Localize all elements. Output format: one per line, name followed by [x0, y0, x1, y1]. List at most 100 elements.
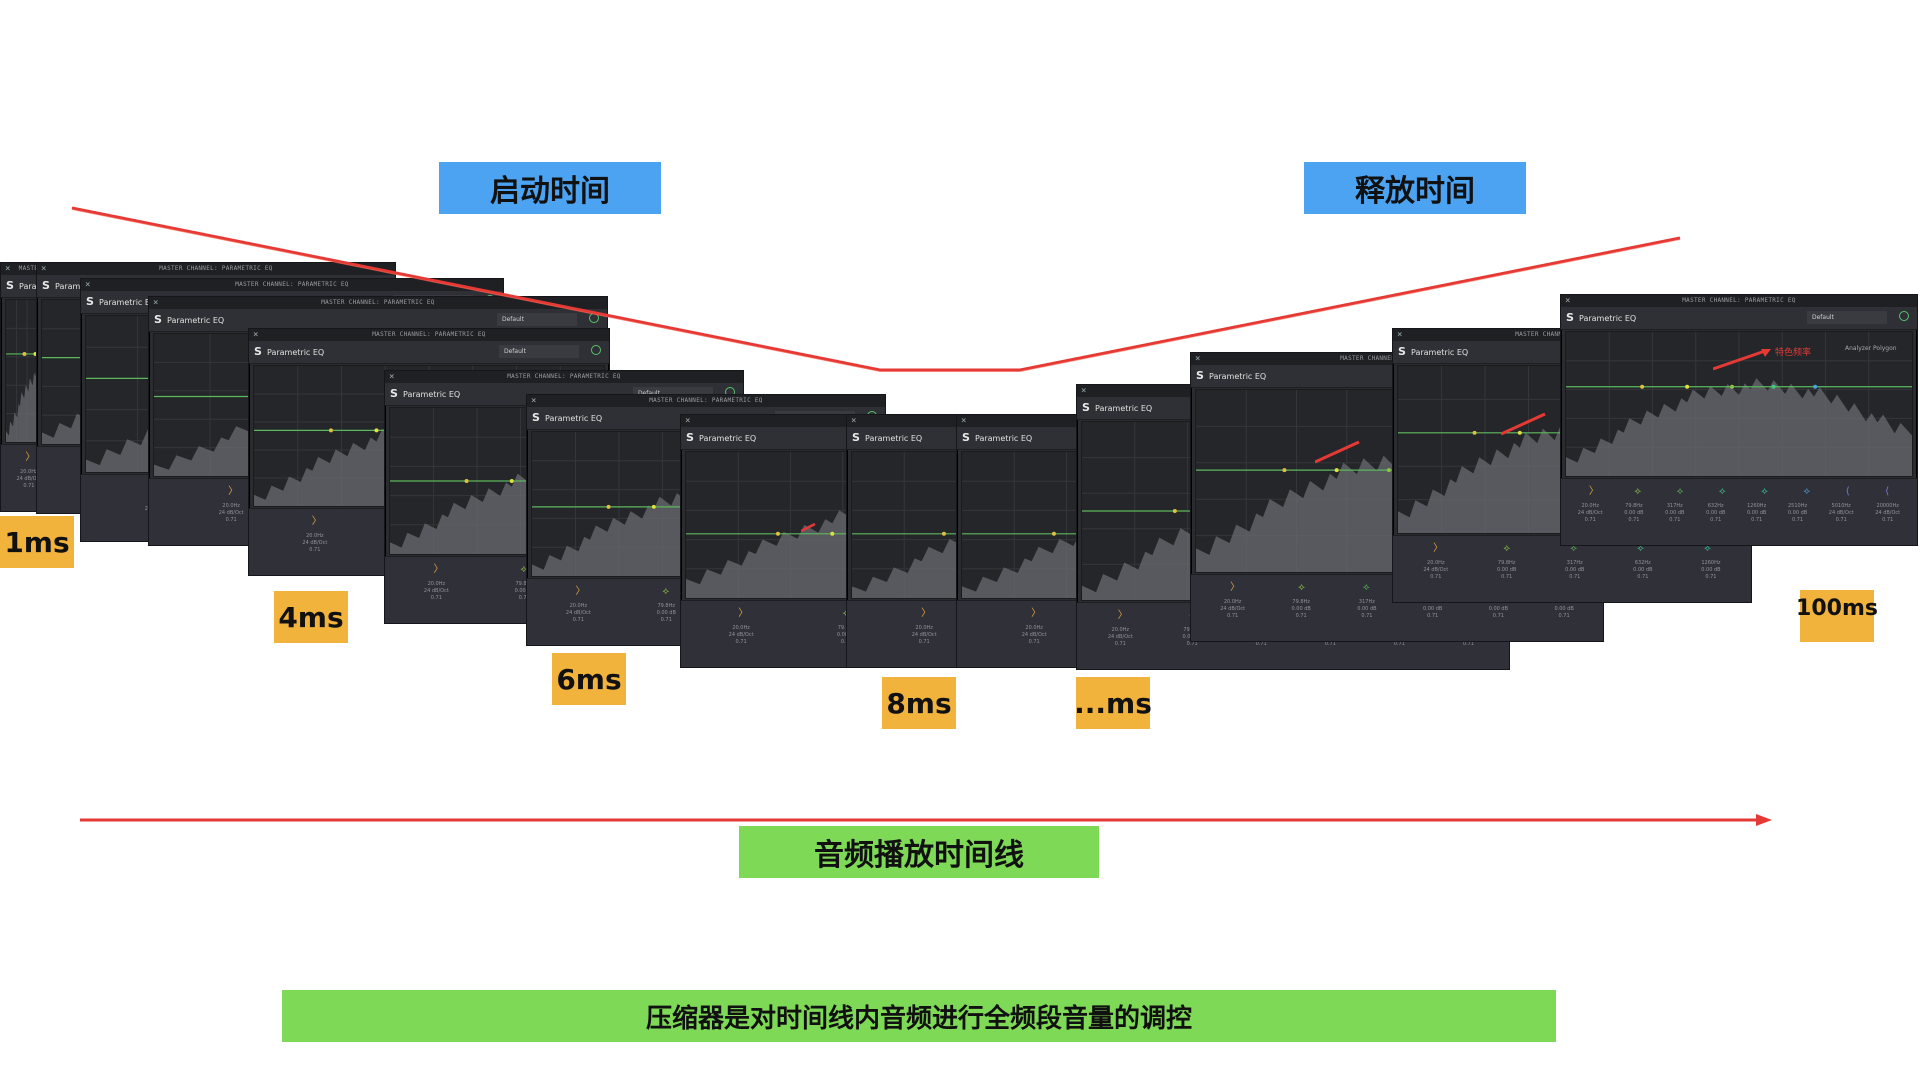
band-filter-icon[interactable]: 〉 — [433, 564, 444, 575]
band-filter-icon[interactable]: 〉 — [575, 586, 586, 597]
time-label-4ms: 4ms — [274, 591, 348, 643]
band-filter-icon[interactable]: 〉 — [921, 608, 932, 619]
band-filter-icon[interactable]: 〉 — [738, 608, 749, 619]
band-filter-icon[interactable]: ⟡ — [1634, 486, 1642, 497]
close-icon[interactable]: × — [1195, 354, 1201, 364]
logo-icon: S — [86, 295, 94, 308]
band-filter-icon[interactable]: ⟨ — [1845, 486, 1850, 497]
band-filter-icon[interactable]: 〉 — [1588, 486, 1599, 497]
band-filter-icon[interactable]: 〉 — [25, 452, 36, 463]
logo-icon: S — [42, 279, 50, 292]
band-filter-icon[interactable]: ⟡ — [662, 586, 670, 597]
preset-select[interactable]: Default — [1807, 311, 1887, 324]
power-icon[interactable] — [589, 313, 599, 323]
band-values: 632Hz 0.00 dB 0.71 — [1706, 503, 1726, 523]
band-filter-icon[interactable]: ⟡ — [1718, 486, 1726, 497]
panel-title: Parametric EQ — [403, 389, 461, 399]
band-values: 20.0Hz 24 dB/Oct 0.71 — [423, 581, 449, 601]
panel-title: Parametric EQ — [1095, 403, 1153, 413]
band-values: 79.8Hz 0.00 dB 0.71 — [1291, 599, 1311, 619]
band-values: 317Hz 0.00 dB 0.71 — [1565, 560, 1585, 580]
band-strip: 〉 ⟡ ⟡ ⟡ ⟡ 20.0Hz 24 dB/Oct 0.71 79.8Hz 0.00 dB… — [1393, 535, 1751, 602]
release-time-label: 释放时间 — [1304, 162, 1526, 214]
band-filter-icon[interactable]: ⟡ — [1761, 486, 1768, 497]
band-filter-icon[interactable]: ⟡ — [1637, 543, 1644, 554]
analyzer-label: Analyzer Polygon — [1845, 345, 1897, 352]
logo-icon: S — [1082, 401, 1090, 414]
panel-title: Parametric EQ — [167, 315, 225, 325]
band-filter-icon[interactable]: ⟡ — [1570, 543, 1577, 554]
band-values: 20.0Hz 24 dB/Oct 0.71 — [911, 625, 937, 645]
panel-title: Parame — [19, 281, 50, 291]
band-values: 20.0Hz 24 dB/Oct 0.71 — [16, 469, 42, 489]
band-filter-icon[interactable]: ⟡ — [520, 564, 528, 575]
band-filter-icon[interactable]: ⟡ — [1298, 582, 1305, 593]
band-values: 317Hz 0.00 dB 0.71 — [1357, 599, 1377, 619]
time-label-ellipsis-ms: ...ms — [1074, 677, 1152, 729]
logo-icon: S — [852, 431, 860, 444]
preset-select[interactable]: Default — [499, 345, 579, 358]
band-values: 20.0Hz 24 dB/Oct 0.71 — [1423, 560, 1449, 580]
logo-icon: S — [1566, 311, 1574, 324]
panel-title: Parametric EQ — [975, 433, 1033, 443]
logo-icon: S — [6, 279, 14, 292]
logo-icon: S — [686, 431, 694, 444]
band-filter-icon[interactable]: 〉 — [1117, 610, 1128, 621]
preset-select[interactable]: Default — [497, 313, 577, 326]
panel-title: Parametric EQ — [545, 413, 603, 423]
band-values: 20.0Hz 24 dB/Oct 0.71 — [565, 603, 591, 623]
band-filter-icon[interactable]: ⟨ — [1885, 486, 1890, 497]
panel-titlebar: S Parametric EQ Default — [249, 341, 609, 364]
close-icon[interactable]: × — [1397, 330, 1403, 340]
close-icon[interactable]: × — [153, 298, 159, 308]
close-icon[interactable]: × — [685, 416, 691, 426]
band-values: 20000Hz 24 dB/Oct 0.71 — [1875, 503, 1901, 523]
band-filter-icon[interactable]: 〉 — [228, 486, 239, 497]
close-icon[interactable]: × — [851, 416, 857, 426]
close-icon[interactable]: × — [5, 264, 11, 274]
close-icon[interactable]: × — [253, 330, 259, 340]
band-filter-icon[interactable]: ⟡ — [1704, 543, 1711, 554]
band-values: 20.0Hz 24 dB/Oct 0.71 — [1021, 625, 1047, 645]
band-filter-icon[interactable]: 〉 — [1031, 608, 1042, 619]
logo-icon: S — [532, 411, 540, 424]
band-filter-icon[interactable]: ⟡ — [1803, 486, 1811, 497]
close-icon[interactable]: × — [85, 280, 91, 290]
summary-label: 压缩器是对时间线内音频进行全频段音量的调控 — [282, 990, 1556, 1042]
band-filter-icon[interactable]: ⟡ — [1362, 582, 1370, 593]
annotation-arrow — [1500, 412, 1547, 440]
time-label-100ms: 100ms — [1796, 590, 1878, 642]
band-values: 79.8Hz 0.00 dB 0.71 — [1497, 560, 1517, 580]
attack-time-label: 启动时间 — [439, 162, 661, 214]
band-values: 632Hz 0.00 dB 0.71 — [1633, 560, 1653, 580]
band-values: 1260Hz 0.00 dB 0.71 — [1746, 503, 1767, 523]
band-values: 20.0Hz 24 dB/Oct 0.71 — [1577, 503, 1603, 523]
time-label-6ms: 6ms — [552, 653, 626, 705]
close-icon[interactable]: × — [1565, 296, 1571, 306]
power-icon[interactable] — [1899, 311, 1909, 321]
logo-icon: S — [254, 345, 262, 358]
band-values: 20.0Hz 24 dB/Oct 0.71 — [1220, 599, 1246, 619]
annotation-label: 特色频率 — [1775, 348, 1812, 358]
band-filter-icon[interactable]: 〉 — [1433, 543, 1444, 554]
band-filter-icon[interactable]: ⟡ — [1676, 486, 1684, 497]
time-label-8ms: 8ms — [882, 677, 956, 729]
logo-icon: S — [154, 313, 162, 326]
panel-title: Parametric EQ — [699, 433, 757, 443]
band-values: 20.0Hz 24 dB/Oct 0.71 — [1107, 627, 1133, 647]
band-filter-icon[interactable]: 〉 — [1230, 582, 1241, 593]
band-filter-icon[interactable]: 〉 — [311, 516, 322, 527]
panel-title: Parametric EQ — [267, 347, 325, 357]
close-icon[interactable]: × — [389, 372, 395, 382]
logo-icon: S — [962, 431, 970, 444]
close-icon[interactable]: × — [41, 264, 47, 274]
panel-title: Parametric EQ — [1411, 347, 1469, 357]
close-icon[interactable]: × — [1081, 386, 1087, 396]
close-icon[interactable]: × — [961, 416, 967, 426]
close-icon[interactable]: × — [531, 396, 537, 406]
band-filter-icon[interactable]: ⟡ — [1503, 543, 1511, 554]
logo-icon: S — [1196, 369, 1204, 382]
power-icon[interactable] — [591, 345, 601, 355]
